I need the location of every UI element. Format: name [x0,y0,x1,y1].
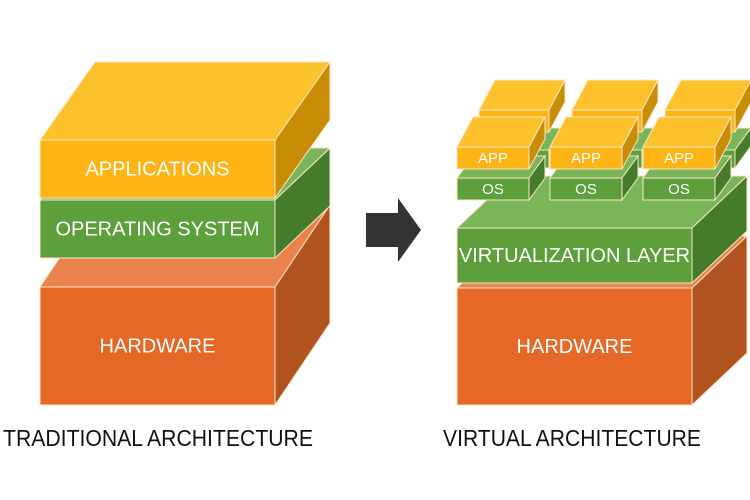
transition-arrow [366,198,421,262]
vm-os-front-face [549,177,623,201]
vm-app-front-face [456,146,530,170]
virtual-architecture-caption: VIRTUAL ARCHITECTURE [443,425,701,451]
vm-os-label: OS [668,181,690,198]
traditional-architecture-stack: HARDWARE OPERATING SYSTEM APPLICATIONS [38,60,332,407]
applications-layer-label: APPLICATIONS [85,158,229,180]
vm-os-label: OS [575,181,597,198]
virtual-machine-front-3: OS APP [642,116,732,202]
vm-app-label: APP [664,150,694,167]
vm-app-front-face [642,146,716,170]
vm-os-front-face [642,177,716,201]
vm-os-front-face [456,177,530,201]
vm-app-label: APP [478,150,508,167]
operating-system-layer-front-face [39,199,276,259]
vm-os-label: OS [482,181,504,198]
vm-app-front-face [549,146,623,170]
virtual-machine-front-1: OS APP [456,116,546,202]
right-arrow-icon [366,198,421,262]
vm-app-label: APP [571,150,601,167]
hardware-layer-label: HARDWARE [100,335,216,357]
hardware-layer-virtual-label: HARDWARE [517,336,633,358]
virtualization-layer-label: VIRTUALIZATION LAYER [459,245,690,267]
operating-system-layer-label: OPERATING SYSTEM [55,218,259,240]
applications-layer: APPLICATIONS [39,60,331,200]
vm-app: APP [549,116,639,170]
hardware-layer-front-face [39,286,276,406]
applications-layer-front-face [39,139,276,199]
vm-app: APP [456,116,546,170]
traditional-architecture-caption: TRADITIONAL ARCHITECTURE [3,425,313,451]
vm-app: APP [642,116,732,170]
hardware-layer-virtual-front-face [456,287,693,406]
virtualization-layer-front-face [456,227,693,284]
virtual-machine-front-2: OS APP [549,116,639,202]
